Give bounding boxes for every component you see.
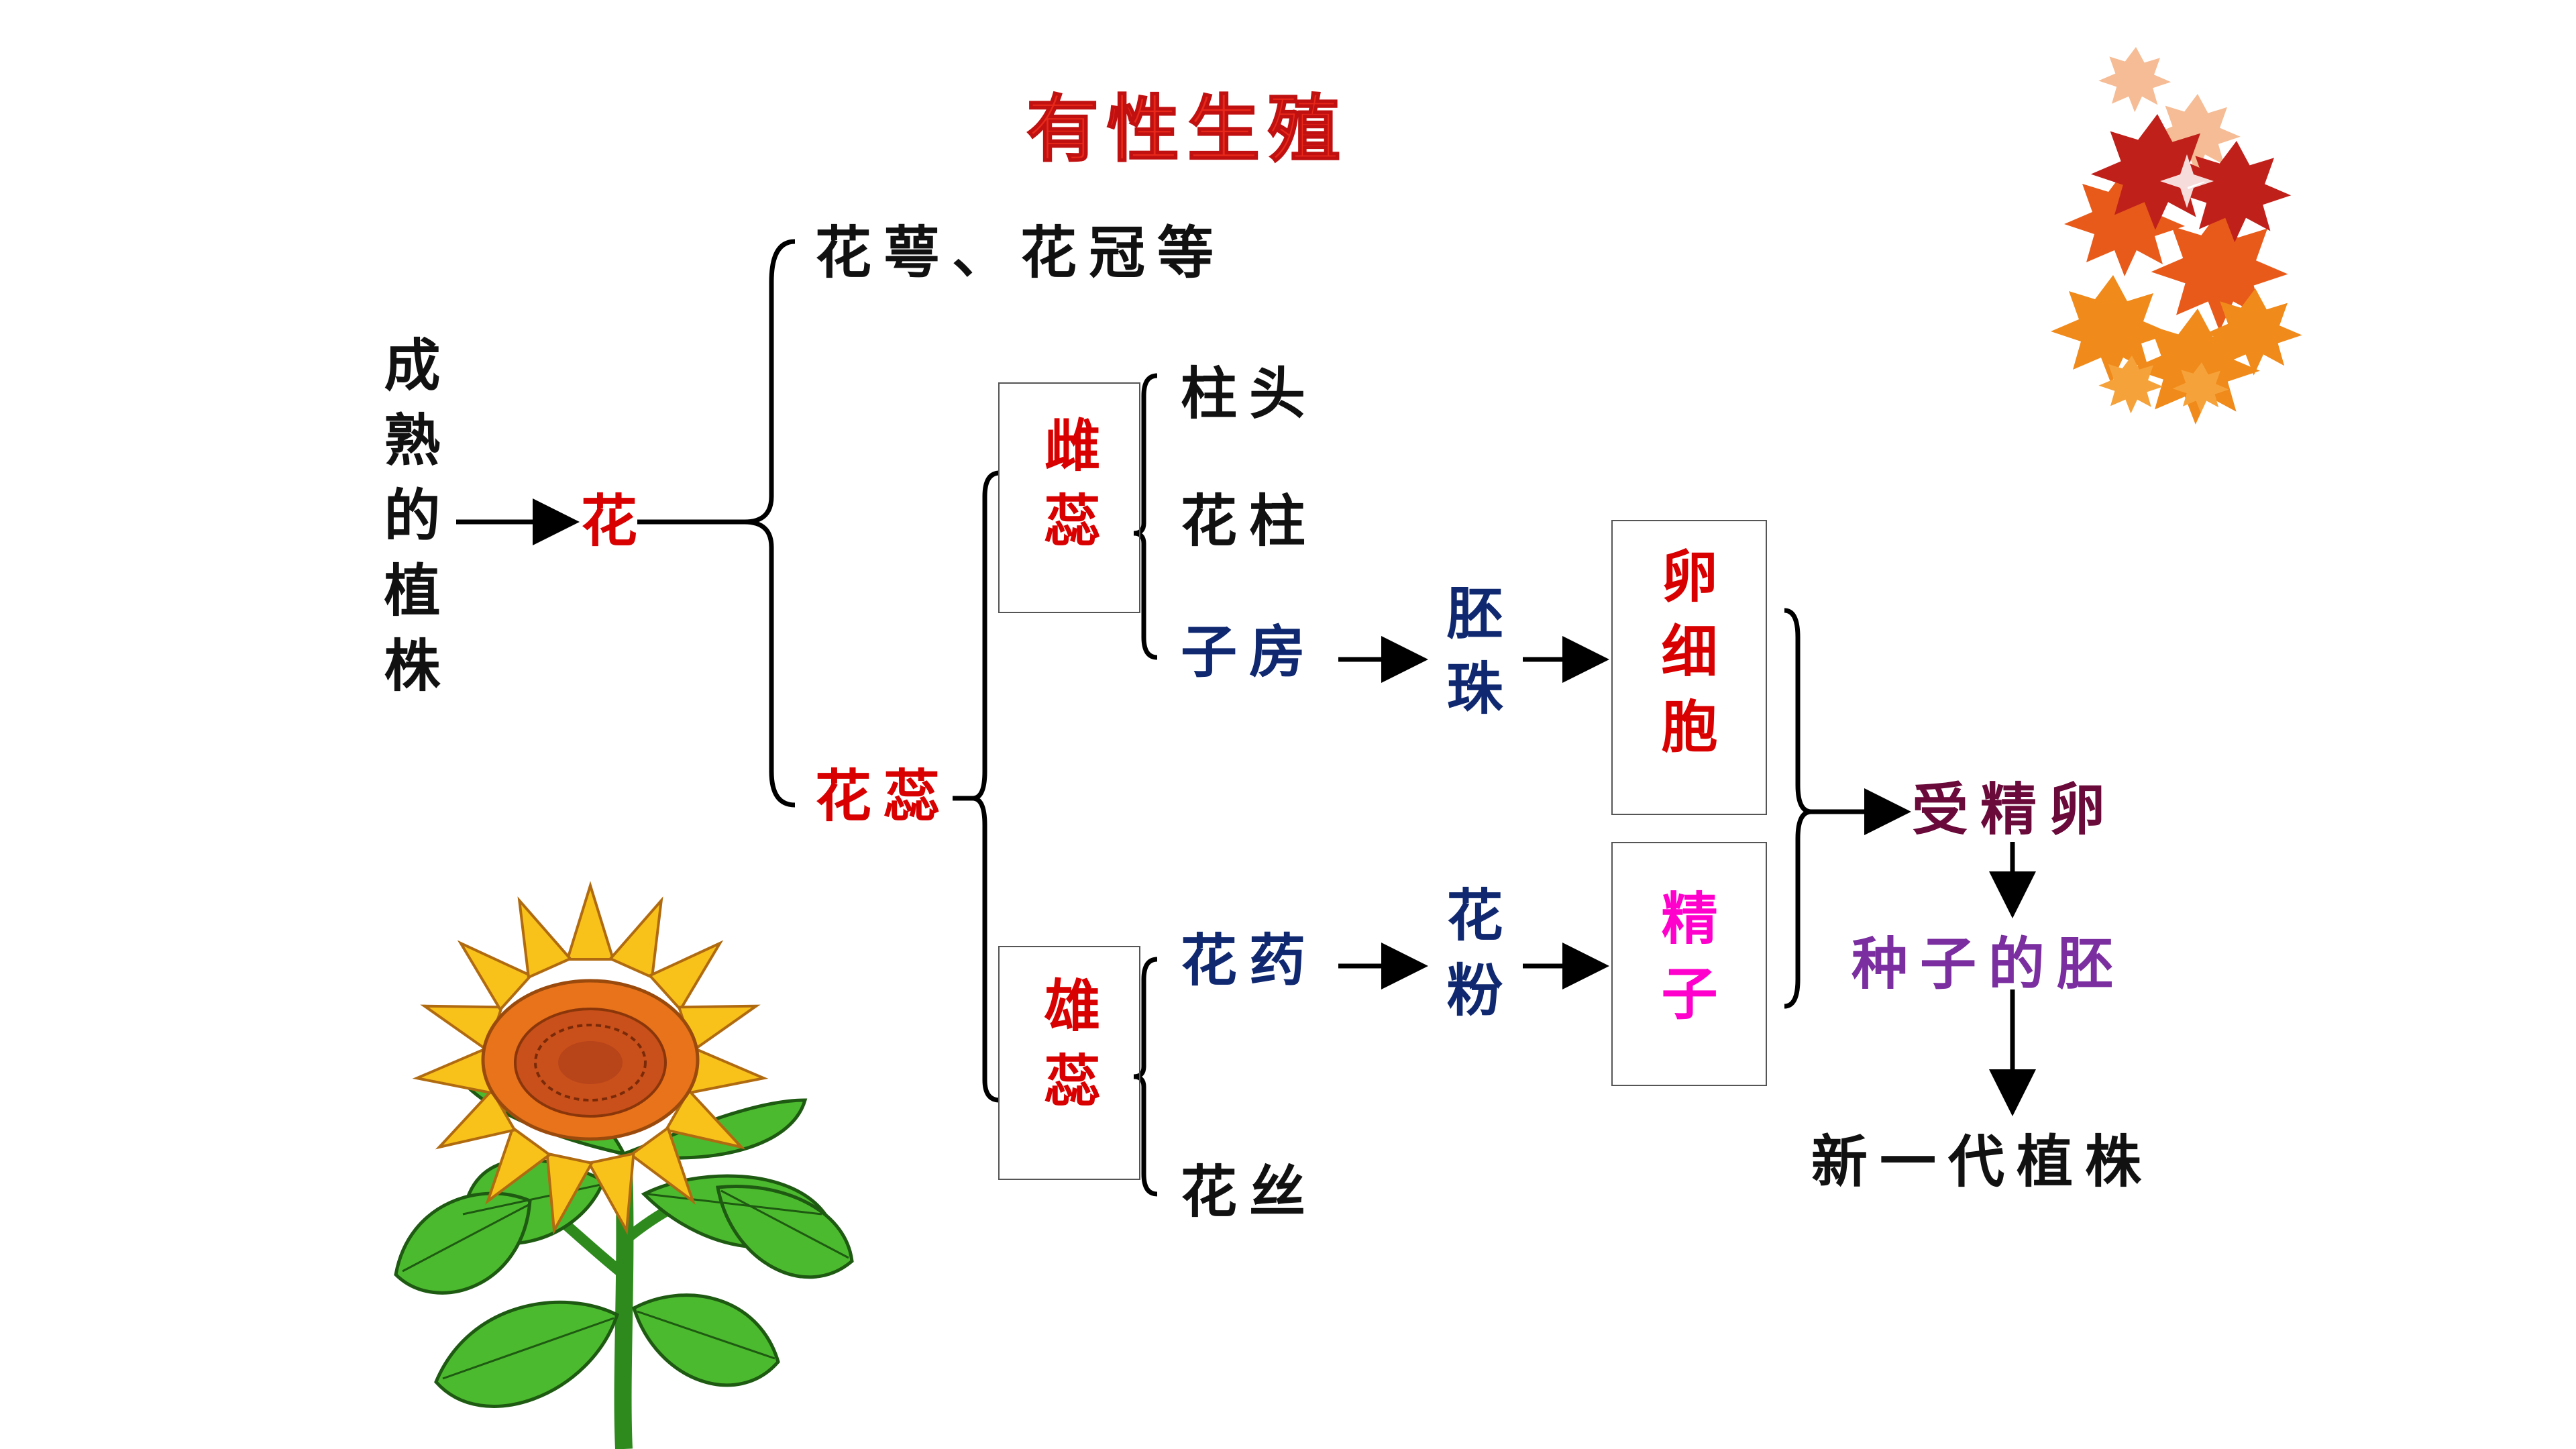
filament-label: 花丝 <box>1181 1159 1318 1225</box>
egg-cell-box <box>1611 520 1767 815</box>
stamens-pistils-label: 花蕊 <box>815 763 953 829</box>
pistil-box <box>998 382 1140 613</box>
ovule-label: 胚珠 <box>1438 584 1504 734</box>
pistil-label: 雌蕊 <box>1035 416 1102 566</box>
stigma-label: 柱头 <box>1181 360 1318 427</box>
stamen-box <box>998 946 1140 1180</box>
pollen-label: 花粉 <box>1438 885 1504 1036</box>
sunflower-illustration <box>394 881 854 1449</box>
mature-plant-label: 成熟的植株 <box>375 335 441 711</box>
sperm-label: 精子 <box>1652 889 1719 1039</box>
slide-title: 有性生殖 <box>1026 88 1349 172</box>
stamen-label: 雄蕊 <box>1035 976 1102 1126</box>
autumn-leaves-illustration <box>2051 47 2302 425</box>
style-label: 花柱 <box>1181 488 1318 554</box>
seed-embryo-label: 种子的胚 <box>1851 930 2126 997</box>
sperm-box <box>1611 842 1767 1086</box>
egg-cell-label: 卵细胞 <box>1652 547 1719 772</box>
flower-label: 花 <box>581 488 650 554</box>
zygote-label: 受精卵 <box>1912 776 2118 843</box>
anther-label: 花药 <box>1181 927 1318 994</box>
sepals-petals-label: 花萼、花冠等 <box>815 219 1226 286</box>
ovary-label: 子房 <box>1181 619 1318 685</box>
new-plant-label: 新一代植株 <box>1811 1128 2154 1195</box>
